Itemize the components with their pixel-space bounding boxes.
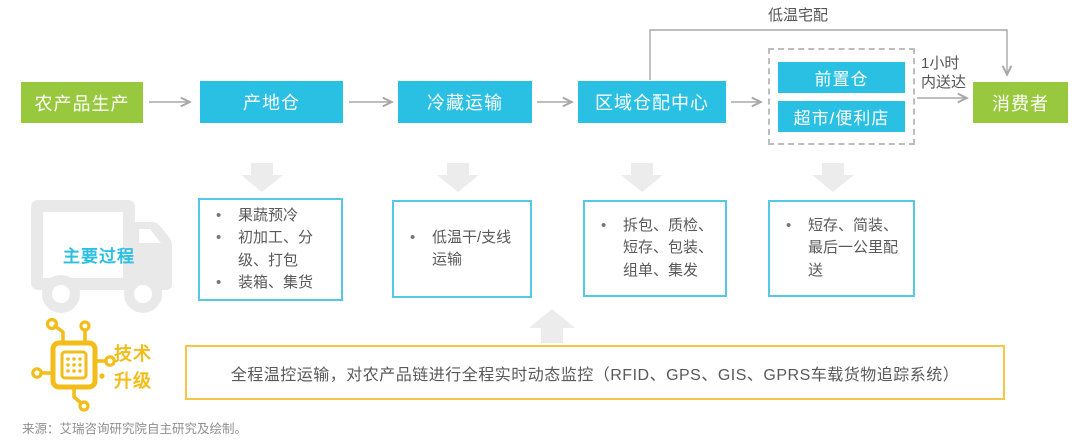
- detail-box-origin-warehouse: • 果蔬预冷 • 初加工、分级、打包 • 装箱、集货: [198, 198, 343, 301]
- bullet-dot-icon: •: [601, 216, 607, 234]
- bullet-dot-icon: •: [216, 274, 222, 291]
- bullet-text: 初加工、分级、打包: [238, 229, 314, 269]
- detail-box-last-mile: • 短存、简装、最后一公里配送: [768, 200, 915, 297]
- bullet-list: • 果蔬预冷 • 初加工、分级、打包 • 装箱、集货: [216, 205, 337, 295]
- flow-node-consumer: 消费者: [973, 82, 1068, 123]
- flow-node-regional-center: 区域仓配中心: [578, 81, 726, 123]
- tech-description-box: 全程温控运输，对农产品链进行全程实时动态监控（RFID、GPS、GIS、GPRS…: [185, 345, 1005, 400]
- bullet-text: 低温干/支线运输: [432, 228, 512, 269]
- tech-upgrade-line1: 技术: [114, 344, 152, 364]
- main-process-section: 主要过程: [25, 192, 173, 316]
- down-arrow-icon: [241, 163, 283, 192]
- bullet-item: • 低温干/支线运输: [410, 227, 526, 272]
- down-arrow-icon: [437, 163, 479, 192]
- fast-delivery-line2: 内送达: [921, 74, 967, 91]
- detail-box-regional-center: • 拆包、质检、短存、包装、组单、集发: [583, 200, 727, 297]
- tech-description-text: 全程温控运输，对农产品链进行全程实时动态监控（RFID、GPS、GIS、GPRS…: [230, 366, 960, 384]
- bullet-item: • 果蔬预冷: [216, 205, 337, 228]
- fast-delivery-label: 1小时 内送达: [921, 54, 966, 92]
- flow-node-farm-production: 农产品生产: [21, 82, 143, 123]
- bullet-dot-icon: •: [410, 228, 416, 246]
- bullet-text: 拆包、质检、短存、包装、组单、集发: [623, 216, 714, 279]
- flow-node-supermarket: 超市/便利店: [778, 101, 905, 132]
- flow-node-origin-warehouse: 产地仓: [200, 81, 343, 123]
- chip-icon: [31, 317, 116, 412]
- bullet-item: • 短存、简装、最后一公里配送: [786, 215, 909, 283]
- bypass-label: 低温宅配: [768, 7, 829, 24]
- truck-icon: [31, 200, 172, 313]
- bullet-dot-icon: •: [216, 206, 222, 224]
- bullet-list: • 拆包、质检、短存、包装、组单、集发: [601, 215, 721, 283]
- detail-box-cold-transport: • 低温干/支线运输: [392, 200, 532, 298]
- source-note: 来源：艾瑞咨询研究院自主研究及绘制。: [22, 422, 248, 436]
- bullet-item: • 拆包、质检、短存、包装、组单、集发: [601, 215, 721, 283]
- bullet-dot-icon: •: [216, 229, 222, 246]
- bullet-list: • 短存、简装、最后一公里配送: [786, 215, 909, 283]
- down-arrow-icon: [812, 163, 854, 192]
- bullet-text: 短存、简装、最后一公里配送: [808, 216, 899, 279]
- bullet-item: • 初加工、分级、打包: [216, 227, 337, 272]
- down-arrow-icon: [621, 163, 663, 192]
- flow-node-front-warehouse: 前置仓: [778, 62, 905, 93]
- tech-upgrade-section: [28, 316, 118, 416]
- bullet-text: 装箱、集货: [238, 274, 314, 291]
- main-process-label: 主要过程: [63, 247, 135, 266]
- bullet-item: • 装箱、集货: [216, 272, 337, 295]
- up-arrow-icon: [529, 309, 575, 343]
- bullet-dot-icon: •: [786, 216, 792, 234]
- fast-delivery-line1: 1小时: [921, 55, 960, 72]
- bullet-list: • 低温干/支线运输: [410, 227, 526, 272]
- flow-node-cold-transport: 冷藏运输: [398, 81, 532, 123]
- bullet-text: 果蔬预冷: [238, 206, 299, 224]
- tech-upgrade-line2: 升级: [114, 371, 152, 391]
- tech-upgrade-label: 技术 升级: [114, 341, 152, 395]
